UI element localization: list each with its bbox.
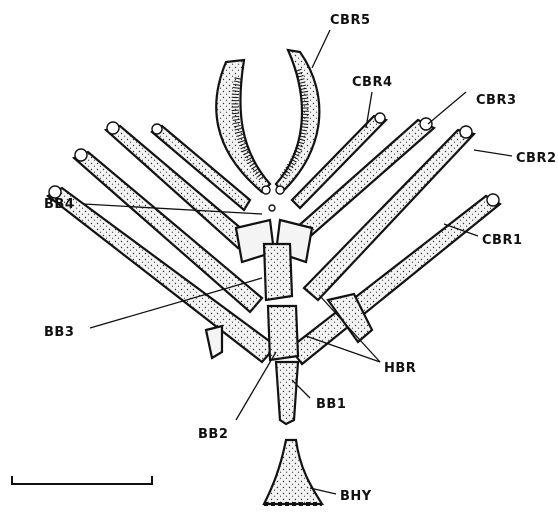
scale-bar	[12, 476, 152, 484]
basibranchial-1	[276, 362, 298, 424]
label-bb1: BB1	[316, 397, 346, 412]
label-cbr2: CBR2	[516, 151, 557, 166]
ceratobranchial-5-left	[216, 60, 270, 192]
basihyal	[264, 440, 322, 504]
label-bb3: BB3	[44, 325, 74, 340]
label-bb4: BB4	[44, 197, 74, 212]
label-bhy: BHY	[340, 489, 372, 504]
basibranchial-2	[268, 306, 298, 360]
label-hbr: HBR	[384, 361, 416, 376]
label-cbr1: CBR1	[482, 233, 523, 248]
ceratobranchial-5-right	[276, 50, 319, 192]
label-cbr5: CBR5	[330, 13, 371, 28]
label-cbr3: CBR3	[476, 93, 517, 108]
label-cbr4: CBR4	[352, 75, 393, 90]
label-bb2: BB2	[198, 427, 228, 442]
basibranchial-3	[264, 244, 292, 300]
